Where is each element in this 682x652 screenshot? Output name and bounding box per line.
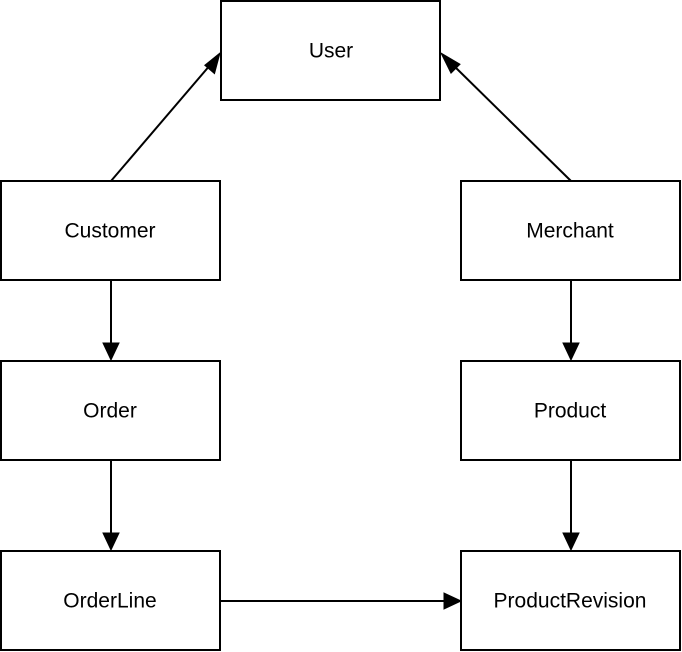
node-user[interactable]: User: [220, 0, 441, 101]
node-order-box: [0, 360, 221, 461]
node-merchant[interactable]: Merchant: [460, 180, 681, 281]
node-orderline-box: [0, 550, 221, 651]
edge-customer-to-user: [110, 51, 221, 182]
edge-customer-to-order: [102, 281, 120, 362]
node-user-label: User: [309, 40, 353, 63]
node-customer-box: [0, 180, 221, 281]
node-user-box: [220, 0, 441, 101]
node-orderline-label: OrderLine: [63, 590, 156, 613]
node-order[interactable]: Order: [0, 360, 221, 461]
node-merchant-label: Merchant: [526, 220, 614, 243]
edge-orderline-to-productrevision: [221, 592, 463, 610]
node-customer-label: Customer: [64, 220, 155, 243]
node-productrevision-label: ProductRevision: [494, 590, 647, 613]
edge-product-to-productrevision: [562, 461, 580, 552]
node-order-label: Order: [83, 400, 137, 423]
edges: [102, 51, 580, 610]
edge-merchant-to-user: [439, 51, 572, 182]
node-orderline[interactable]: OrderLine: [0, 550, 221, 651]
node-productrevision-box: [460, 550, 681, 651]
node-customer[interactable]: Customer: [0, 180, 221, 281]
node-productrevision[interactable]: ProductRevision: [460, 550, 681, 651]
node-product[interactable]: Product: [460, 360, 681, 461]
node-product-label: Product: [534, 400, 607, 423]
node-product-box: [460, 360, 681, 461]
node-merchant-box: [460, 180, 681, 281]
edge-merchant-to-product: [562, 281, 580, 362]
edge-order-to-orderline: [102, 461, 120, 552]
